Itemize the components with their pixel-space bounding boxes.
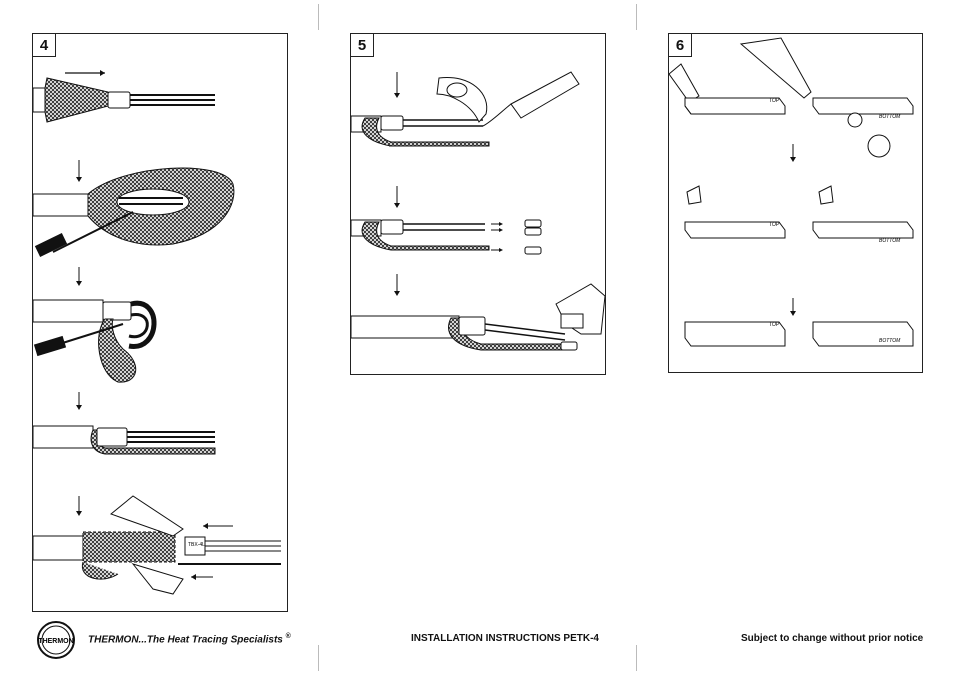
splice-board-top: TOP [684,321,786,347]
terminal-tag-label: TBX-4L [188,542,205,548]
step-6-panel: 6 TOP BOTTOM TOP BOTTOM TOP [668,33,923,373]
top-label: TOP [769,98,780,104]
logo-text: THERMON [38,638,73,645]
top-label: TOP [769,322,780,328]
step-4-panel: 4 [32,33,288,612]
footer-notice: Subject to change without prior notice [741,633,924,644]
step-number: 4 [33,34,56,57]
thermon-logo: THERMON [36,620,76,660]
slogan-text: THERMON...The Heat Tracing Specialists [88,634,283,646]
footer-document-title: INSTALLATION INSTRUCTIONS PETK-4 [411,633,599,644]
bottom-label: BOTTOM [879,114,901,120]
step-5-illustration [351,71,605,351]
splice-board-bottom: BOTTOM [812,321,914,347]
crop-mark [318,4,319,30]
step-5-panel: 5 [350,33,606,375]
crop-mark [318,645,319,671]
crop-mark [636,4,637,30]
crop-mark [636,645,637,671]
step-4-illustration: TBX-4L [33,70,281,595]
splice-board-bottom: BOTTOM [812,97,914,120]
step-number: 6 [669,34,692,57]
splice-board-top: TOP [684,97,786,115]
splice-board-bottom: BOTTOM [812,221,914,244]
step-6-illustration: TOP BOTTOM TOP BOTTOM TOP BOTTOM [669,37,914,347]
step-number: 5 [351,34,374,57]
splice-board-top: TOP [684,221,786,239]
bottom-label: BOTTOM [879,238,901,244]
top-label: TOP [769,222,780,228]
footer-slogan: THERMON...The Heat Tracing Specialists ® [88,633,291,645]
registered-mark: ® [285,633,291,640]
bottom-label: BOTTOM [879,338,901,344]
